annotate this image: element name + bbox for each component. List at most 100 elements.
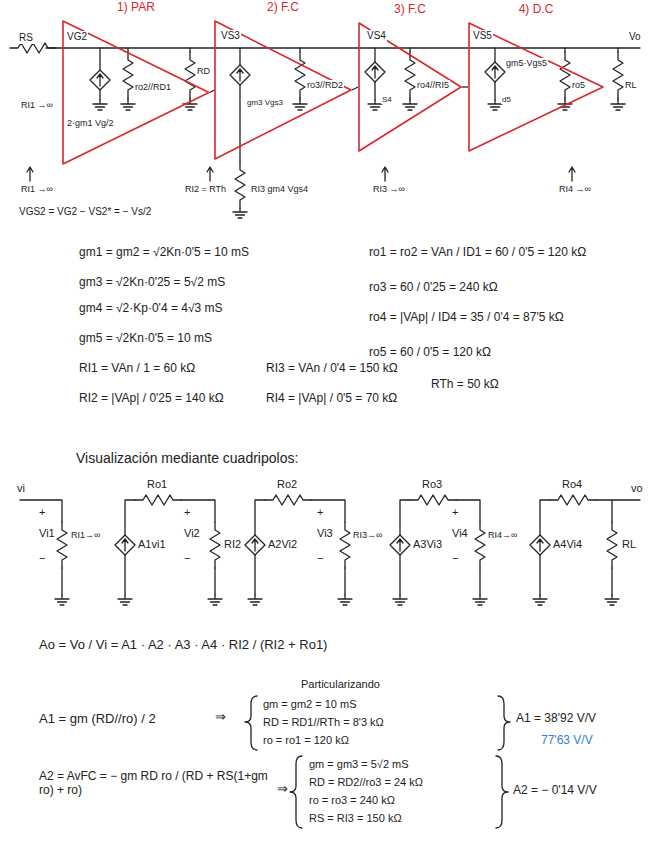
amplifier-stage: 3) F.C	[358, 2, 462, 152]
annotation-label: Ao = Vo / Vi = A1 · A2 · A3 · A4 · RI2 /…	[38, 638, 328, 653]
annotation-label: d5	[501, 95, 512, 104]
annotation-label: Ro2	[276, 478, 298, 491]
annotation-label: Vo	[628, 31, 642, 43]
link-line	[210, 90, 214, 93]
annotation-label: ro1 = ro2 = VAn / ID1 = 60 / 0'5 = 120 k…	[368, 246, 587, 260]
circuit-stroke	[605, 595, 619, 605]
annotation-label: gm = gm2 = 10 mS	[262, 698, 358, 711]
stage-link	[210, 90, 214, 93]
triangle-outline	[63, 21, 209, 164]
annotation-label: RI3 →∞	[372, 184, 406, 194]
annotation-label: +	[183, 506, 191, 519]
circuit-stroke	[230, 65, 250, 85]
circuit-stroke	[365, 62, 385, 82]
annotation-label: ro3 = 60 / 0'25 = 240 kΩ	[368, 281, 499, 295]
annotation-label: RI1 →∞	[20, 100, 54, 110]
circuit-stroke	[338, 595, 352, 605]
link-line	[462, 86, 468, 87]
circuit-stroke	[611, 100, 625, 110]
circuit-stroke	[135, 495, 181, 505]
annotation-label: ⇒	[276, 782, 289, 797]
circuit-stroke	[208, 595, 222, 605]
circuit-stroke	[540, 500, 640, 595]
circuit-stroke	[265, 495, 311, 505]
circuit-stroke	[533, 595, 547, 605]
annotation-label: gm5·Vgs5	[505, 58, 548, 68]
circuit-stroke	[290, 756, 302, 828]
circuit-stroke	[57, 522, 67, 568]
circuit-stroke	[20, 500, 62, 595]
annotation-label: gm4 = √2·Kp·0'4 = 4√3 mS	[78, 302, 224, 316]
circuit-stroke	[390, 535, 410, 555]
circuit-stroke	[530, 535, 550, 555]
amplifier-chain-wiring	[10, 43, 640, 218]
annotation-label: +	[451, 506, 459, 519]
circuit-stroke	[55, 595, 69, 605]
annotation-label: RI3→∞	[352, 530, 383, 540]
annotation-label: RI2	[223, 538, 242, 551]
circuit-stroke	[118, 595, 132, 605]
two-port-model-wiring	[20, 495, 640, 605]
circuit-stroke	[248, 595, 262, 605]
annotation-label: ro5	[571, 80, 586, 90]
circuit-stroke	[488, 100, 502, 110]
annotation-label: ro = ro3 = 240 kΩ	[308, 794, 396, 807]
annotation-label: A3Vi3	[412, 538, 443, 551]
annotation-label: RI4→∞	[487, 530, 518, 540]
annotation-label: ro2//RD1	[134, 82, 172, 92]
annotation-label: ro = ro1 = 120 kΩ	[262, 734, 350, 747]
annotation-label: Particularizando	[300, 678, 381, 691]
annotation-label: RL	[624, 80, 638, 90]
circuit-stroke	[400, 500, 480, 595]
annotation-label: VG2	[66, 31, 88, 43]
circuit-stroke	[382, 167, 388, 181]
annotation-label: vo	[630, 482, 644, 495]
circuit-stroke	[550, 495, 596, 505]
annotation-label: Vi3	[316, 527, 334, 540]
amplifier-stage: 4) D.C	[468, 2, 604, 152]
stage-link	[352, 87, 358, 90]
circuit-stroke	[473, 595, 487, 605]
annotation-label: ro3//RD2	[306, 80, 344, 90]
annotation-label: VS3	[220, 30, 241, 42]
annotation-label: RI1 →∞	[20, 184, 54, 194]
circuit-stroke	[293, 100, 307, 110]
stage-title: 1) PAR	[62, 0, 210, 14]
annotation-label: RI3 = VAn / 0'4 = 150 kΩ	[265, 362, 399, 376]
circuit-stroke	[93, 100, 107, 110]
annotation-label: RD = RD2//ro3 = 24 kΩ	[308, 776, 424, 789]
circuit-stroke	[207, 167, 213, 181]
annotation-label: A2Vi2	[267, 538, 298, 551]
link-line	[352, 87, 358, 90]
circuit-stroke	[403, 100, 417, 110]
annotation-label: ro4//RI5	[416, 80, 450, 90]
stage-title: 2) F.C	[214, 0, 352, 14]
circuit-stroke	[569, 167, 575, 181]
annotation-label: RS	[18, 32, 34, 44]
annotation-label: +	[38, 506, 46, 519]
circuit-stroke	[121, 100, 135, 110]
annotation-label: 2·gm1 Vg/2	[66, 118, 115, 128]
annotation-label: A1vi1	[137, 538, 167, 551]
annotation-label: A4Vi4	[552, 538, 583, 551]
annotation-label: RI4 →∞	[558, 184, 592, 194]
circuit-stroke	[340, 522, 350, 568]
triangle-outline	[359, 23, 461, 151]
annotation-label: Vi4	[451, 527, 469, 540]
circuit-stroke	[185, 52, 195, 98]
annotation-label: vi	[16, 482, 26, 495]
annotation-label: RI2 = RTh	[184, 184, 227, 194]
annotation-label: S4	[381, 95, 393, 104]
circuit-stroke	[410, 495, 456, 505]
circuit-stroke	[295, 52, 305, 98]
annotation-label: −	[183, 552, 191, 565]
circuit-stroke	[115, 535, 135, 555]
curly-brackets	[245, 696, 510, 828]
circuit-stroke	[496, 756, 508, 828]
annotation-label: A1 = 38'92 V/V	[515, 712, 597, 726]
annotation-label: RD	[196, 66, 211, 76]
annotation-label: −	[451, 552, 459, 565]
circuit-stroke	[46, 47, 640, 48]
circuit-stroke	[233, 208, 247, 218]
annotation-label: 77'63 V/V	[540, 734, 594, 748]
